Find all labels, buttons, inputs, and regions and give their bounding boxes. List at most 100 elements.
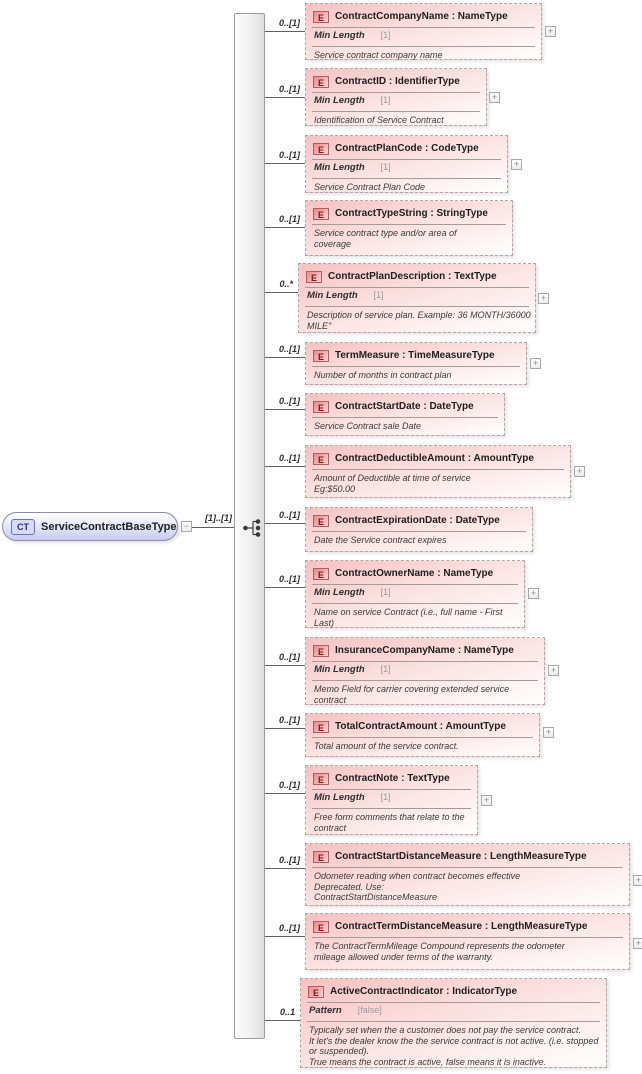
- cardinality-label: 0..[1]: [278, 396, 300, 406]
- description-line: Eg:$50.00: [314, 483, 356, 494]
- description-line: Service Contract Plan Code: [314, 182, 426, 192]
- element-title: ContractPlanCode : CodeType: [335, 143, 479, 154]
- title-separator: [312, 867, 623, 868]
- element-connector-line: [265, 1020, 300, 1021]
- element-connector-line: [265, 793, 305, 794]
- description-line: contract: [314, 822, 347, 833]
- facet-separator: [312, 603, 518, 604]
- facet-label: Pattern: [309, 1005, 342, 1016]
- description-line: Service contract company name: [314, 50, 443, 60]
- expand-button[interactable]: +: [574, 466, 585, 477]
- element-description: Description of service plan. Example: 36…: [299, 307, 535, 333]
- expand-button[interactable]: +: [481, 795, 492, 806]
- element-title: ContractStartDate : DateType: [335, 401, 474, 412]
- element-title: ContractTypeString : StringType: [335, 208, 488, 219]
- element-icon: E: [313, 142, 329, 155]
- element-box-ContractStartDistanceMeasure[interactable]: E ContractStartDistanceMeasure : LengthMe…: [305, 843, 630, 906]
- expand-button[interactable]: +: [633, 875, 642, 886]
- expand-button[interactable]: +: [530, 358, 541, 369]
- facet-label: Min Length: [314, 95, 365, 106]
- expand-button[interactable]: +: [528, 588, 539, 599]
- element-description: Name on service Contract (i.e., full nam…: [306, 604, 524, 630]
- expand-button[interactable]: +: [545, 26, 556, 37]
- description-line: Description of service plan. Example: 36…: [307, 310, 531, 320]
- expand-button[interactable]: +: [548, 665, 559, 676]
- title-separator: [312, 92, 480, 93]
- element-description: Service Contract sale Date: [306, 418, 504, 434]
- description-line: Identification of Service Contract: [314, 115, 444, 125]
- title-separator: [312, 224, 506, 225]
- expand-button[interactable]: +: [511, 159, 522, 170]
- element-title: ContractOwnerName : NameType: [335, 568, 494, 579]
- facet-separator: [312, 808, 471, 809]
- element-header: E ContractOwnerName : NameType: [306, 561, 524, 581]
- description-line: Deprecated. Use:: [314, 881, 385, 892]
- description-line: coverage: [314, 238, 352, 249]
- title-separator: [312, 737, 533, 738]
- element-connector-line: [265, 665, 305, 666]
- description-line: Last): [314, 617, 335, 628]
- facet-label: Min Length: [314, 162, 365, 173]
- collapse-button[interactable]: −: [181, 521, 192, 532]
- facet-value: [false]: [357, 1005, 382, 1015]
- title-separator: [312, 366, 520, 367]
- expand-button[interactable]: +: [489, 92, 500, 103]
- element-description: Number of months in contract plan: [306, 367, 526, 383]
- title-separator: [312, 27, 535, 28]
- element-description: Identification of Service Contract: [306, 112, 486, 128]
- element-title: TermMeasure : TimeMeasureType: [335, 350, 495, 361]
- description-line: True means the contract is active, false…: [309, 1056, 546, 1067]
- description-line: Service Contract sale Date: [314, 421, 422, 431]
- facet-label: Min Length: [314, 664, 365, 675]
- element-icon: E: [313, 644, 329, 657]
- facet-label: Min Length: [307, 290, 358, 301]
- element-icon: E: [313, 850, 329, 863]
- element-icon: E: [313, 514, 329, 527]
- facet-value: [1]: [380, 587, 391, 597]
- expand-button[interactable]: +: [538, 293, 549, 304]
- expand-button[interactable]: +: [633, 938, 642, 949]
- title-separator: [312, 417, 498, 418]
- element-connector-line: [265, 292, 298, 293]
- facet-separator: [312, 111, 480, 112]
- facet-separator: [312, 680, 538, 681]
- description-line: Memo Field for carrier covering extended…: [314, 684, 510, 694]
- facet-separator: [312, 178, 501, 179]
- facet-label: Min Length: [314, 30, 365, 41]
- facet-row: Min Length[1]: [306, 160, 507, 175]
- facet-value: [1]: [380, 30, 391, 40]
- complex-type-name: ServiceContractBaseType: [41, 520, 177, 533]
- sequence-icon: [243, 519, 261, 537]
- element-title: ContractStartDistanceMeasure : LengthMea…: [335, 851, 587, 862]
- description-line: contract: [314, 694, 347, 705]
- element-title: ContractTermDistanceMeasure : LengthMeas…: [335, 921, 588, 932]
- description-line: Name on service Contract (i.e., full nam…: [314, 607, 503, 617]
- cardinality-label: 0..[1]: [278, 18, 300, 28]
- complex-type-node[interactable]: CT ServiceContractBaseType: [2, 512, 178, 541]
- expand-button[interactable]: +: [543, 727, 554, 738]
- element-icon: E: [313, 567, 329, 580]
